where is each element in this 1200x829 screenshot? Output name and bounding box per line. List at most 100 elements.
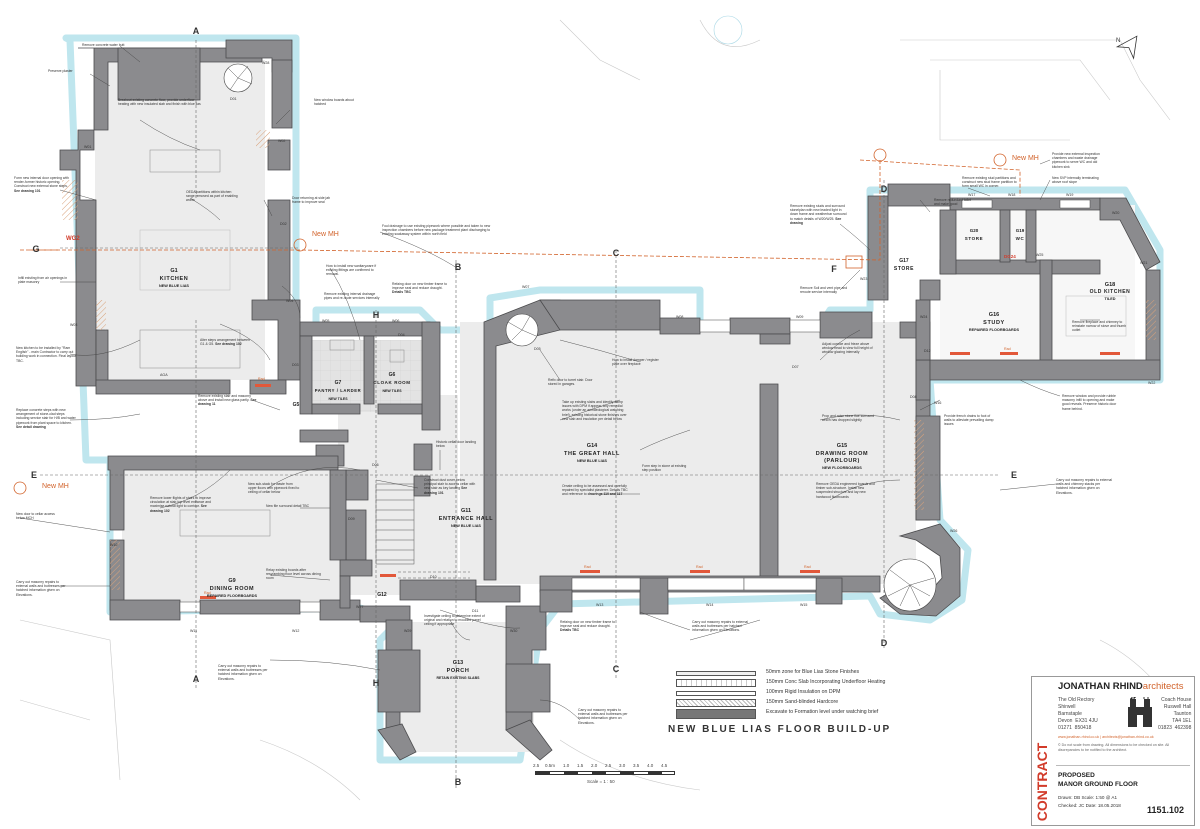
contract-stamp: CONTRACT — [1033, 742, 1051, 822]
note-21: Historic cellar door landing below — [436, 440, 476, 449]
note-44: Remove existing stud partitions and cons… — [962, 176, 1017, 189]
svg-text:D07: D07 — [792, 365, 799, 369]
svg-text:W01: W01 — [84, 145, 91, 149]
section-f: F — [831, 264, 837, 274]
note-27: Carry out masonry repairs to external wa… — [218, 664, 268, 681]
svg-text:W04: W04 — [286, 299, 293, 303]
drainage-runs — [20, 159, 1021, 261]
section-d-top: D — [881, 184, 888, 194]
svg-text:W10: W10 — [110, 543, 117, 547]
note-6: OEDA partitions within kitchen range rem… — [186, 190, 238, 203]
note-1: Remove concrete water butt — [82, 43, 124, 47]
legend-swatch-excavate — [676, 709, 756, 719]
note-28: Carry out masonry repairs to external wa… — [578, 708, 628, 725]
room-g17-name: STORE — [894, 266, 914, 272]
note-42: Remove existing studs and surround stone… — [790, 204, 847, 221]
note-4: New window boards about hatched — [314, 98, 354, 107]
svg-text:W09: W09 — [796, 315, 803, 319]
scale-tick-label: 0.5m — [545, 763, 556, 768]
drawing-number: 1151.102 — [1146, 805, 1184, 815]
manhole-labels: New MH New MH New MH — [42, 155, 1039, 490]
svg-text:W15: W15 — [800, 603, 807, 607]
section-d-bottom: D — [881, 638, 888, 648]
room-g7-name: PANTRY / LARDER — [315, 388, 362, 393]
legend-swatch-insulation — [676, 691, 756, 696]
svg-text:WG2: WG2 — [66, 236, 80, 242]
svg-text:W11: W11 — [190, 629, 197, 633]
manhole-markers — [13, 148, 1007, 495]
note-40: Remove window and provide rubble masonry… — [1062, 394, 1117, 411]
note-18: Remove lower flights of stairs to improv… — [150, 496, 212, 509]
legend-swatch-slab — [676, 679, 756, 687]
note-leaders — [19, 45, 1100, 721]
note-42b: See drawing — [790, 216, 842, 225]
svg-text:W28: W28 — [262, 61, 269, 65]
firm-address-left: The Old Rectory Shirwell Barnstaple Devo… — [1058, 697, 1098, 731]
room-g16-name: STUDY — [983, 320, 1005, 326]
room-g14-floor: NEW BLUE LIAS — [577, 459, 607, 463]
svg-text:D03: D03 — [292, 363, 299, 367]
note-33: Ornate ceiling to be assessed and carefu… — [562, 484, 628, 497]
note-37: Carry out masonry repairs to external wa… — [1056, 478, 1112, 495]
legend-text-excavate: Excavate to Formation level under watchi… — [766, 709, 879, 715]
room-g6-id: G6 — [389, 372, 396, 378]
scale-tick-label: 2.5 — [605, 763, 612, 768]
note-30: Refix door to turret stair. Door stored … — [548, 378, 593, 387]
radiators — [200, 352, 1120, 599]
svg-text:Rad: Rad — [204, 591, 211, 595]
legend-swatch-stone — [676, 671, 756, 676]
note-15b: See drawing 11 — [198, 398, 257, 407]
room-g15-name2: (PARLOUR) — [824, 458, 860, 464]
drawn-by: Drawn: DB Scale: 1:50 @ A1 — [1058, 795, 1118, 800]
note-19: New sub-stack for waste from upper floor… — [248, 482, 300, 495]
firm-name-main: JONATHAN RHIND — [1058, 681, 1143, 692]
scale-bar-graphic — [535, 771, 675, 775]
project-line-2: MANOR GROUND FLOOR — [1058, 781, 1138, 788]
note-22b: See drawing 101 — [424, 486, 468, 495]
north-label: N — [1116, 38, 1120, 44]
note-16: Replace concrete steps with new arrangem… — [16, 408, 76, 425]
room-g15-id: G15 — [837, 443, 847, 449]
note-20: New file surround detail TBC — [266, 504, 310, 508]
note-23: Relay existing boards after resy/ambing … — [266, 568, 321, 581]
note-35: Prop and raise stone flue surround which… — [822, 414, 875, 423]
room-g14-name: THE GREAT HALL — [564, 451, 620, 457]
new-mh-label-3: New MH — [42, 483, 69, 490]
svg-text:W30: W30 — [510, 629, 517, 633]
svg-text:D08: D08 — [910, 395, 917, 399]
section-c-top: C — [613, 248, 620, 258]
stair-linework — [227, 65, 935, 607]
svg-text:AGA: AGA — [160, 373, 168, 377]
svg-text:D11: D11 — [472, 609, 478, 613]
note-16b: See detail drawing — [16, 424, 46, 429]
section-b-top: B — [455, 262, 462, 272]
svg-text:W08: W08 — [676, 315, 683, 319]
legend-text-slab: 150mm Conc Slab Incorporating Underfloor… — [766, 679, 886, 685]
svg-text:W12: W12 — [292, 629, 299, 633]
room-g11-floor: NEW BLUE LIAS — [451, 524, 481, 528]
note-5: Form new internal door opening with rend… — [14, 176, 69, 189]
scale-tick-label: 4.5 — [661, 763, 668, 768]
svg-text:D02: D02 — [280, 222, 287, 226]
svg-text:W14: W14 — [706, 603, 713, 607]
floor-buildup-legend: 50mm zone for Blue Lias Stone Finishes 1… — [676, 668, 1020, 720]
room-g13-id: G13 — [453, 660, 463, 666]
svg-text:D10: D10 — [430, 575, 437, 579]
note-8: Infill existing from air openings in pla… — [18, 276, 68, 285]
svg-text:W17: W17 — [968, 193, 975, 197]
title-block: JONATHAN RHINDarchitects The Old Rectory… — [1031, 676, 1195, 826]
note-31: Take up existing slabs and identify damp… — [562, 400, 627, 421]
legend-title: NEW BLUE LIAS FLOOR BUILD-UP — [668, 724, 892, 735]
note-38: Carry out masonry repairs to external wa… — [692, 620, 748, 633]
room-g13-name: PORCH — [447, 668, 470, 674]
note-9: New kitchen to be installed by "Ram Engl… — [16, 346, 76, 363]
room-g16-id: G16 — [989, 312, 999, 318]
section-markers: A A B B C C D D E E F G H H — [31, 26, 1017, 787]
svg-text:Rad: Rad — [258, 377, 265, 381]
note-33b: drawings 110 and 117 — [587, 492, 623, 497]
legend-row: 150mm Sand-blinded Hardcore — [676, 698, 1020, 708]
svg-text:W07: W07 — [522, 285, 529, 289]
door-window-tags: D01 D02 D03 D04 D05 D06 D07 D08 D09 D10 … — [66, 61, 1155, 633]
note-15: Remove existing stair and masonry above … — [198, 394, 251, 403]
section-h-bottom: H — [373, 678, 380, 688]
